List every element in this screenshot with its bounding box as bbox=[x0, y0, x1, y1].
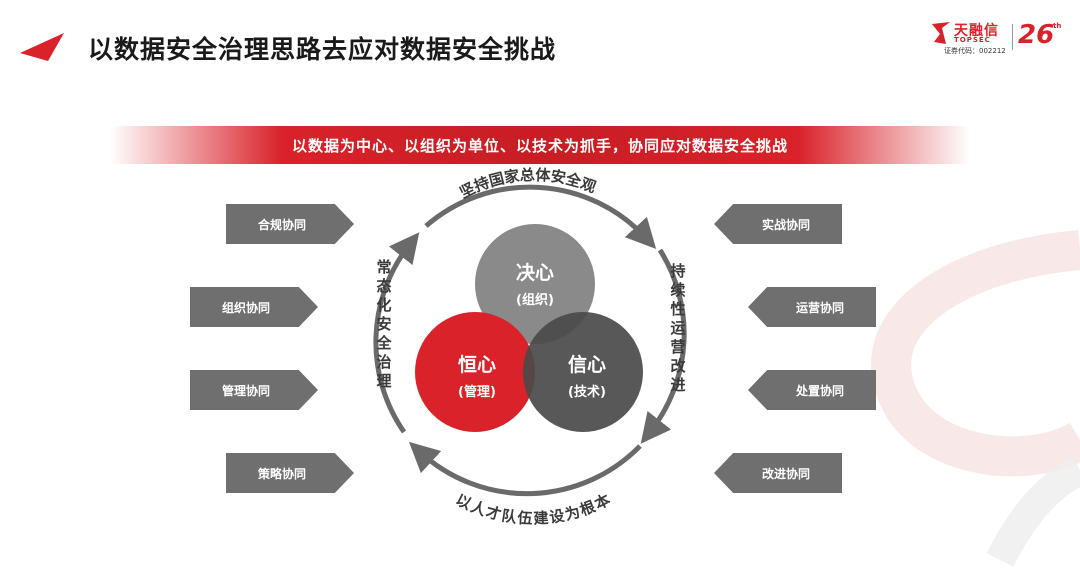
logo-mark-icon bbox=[932, 22, 950, 44]
slogan-banner: 以数据为中心、以组织为单位、以技术为抓手，协同应对数据安全挑战 bbox=[110, 126, 970, 164]
ring-label-bottom: 以人才队伍建设为根本 bbox=[453, 491, 613, 528]
circle-resolve-label: 决心 (组织) bbox=[515, 262, 554, 308]
logo-anniversary-suffix: th bbox=[1053, 22, 1062, 30]
logo-stock-code: 证券代码：002212 bbox=[944, 47, 1006, 55]
right-tag-improvement: 改进协同 bbox=[714, 453, 842, 493]
ring-arrows bbox=[373, 184, 687, 497]
logo-brand-name: 天融信 bbox=[954, 23, 999, 39]
slogan-text: 以数据为中心、以组织为单位、以技术为抓手，协同应对数据安全挑战 bbox=[291, 136, 788, 155]
circle-resolve bbox=[475, 224, 595, 344]
ring-arc-right bbox=[640, 248, 687, 444]
right-tag-disposal: 处置协同 bbox=[748, 370, 876, 410]
ring-label-left: 常态化安全治理 bbox=[376, 258, 392, 390]
left-tag-strategy: 策略协同 bbox=[226, 453, 354, 493]
circle-confidence bbox=[523, 312, 643, 432]
page-title: 以数据安全治理思路去应对数据安全挑战 bbox=[88, 35, 557, 64]
title-arrow-icon bbox=[20, 33, 64, 61]
left-tag-management: 管理协同 bbox=[190, 370, 318, 410]
ring-arc-top bbox=[424, 184, 657, 250]
circle-perseverance-label: 恒心 (管理) bbox=[457, 354, 496, 400]
left-tag-compliance: 合规协同 bbox=[226, 204, 354, 244]
company-logo: 天融信 TOPSEC 证券代码：002212 26 th bbox=[928, 20, 1068, 60]
right-tag-operation: 运营协同 bbox=[748, 287, 876, 327]
right-tag-combat: 实战协同 bbox=[714, 204, 842, 244]
circle-perseverance bbox=[415, 312, 535, 432]
ring-arc-left bbox=[373, 232, 420, 434]
logo-brand-en: TOPSEC bbox=[954, 36, 991, 44]
ring-arc-bottom bbox=[408, 441, 642, 497]
logo-divider bbox=[1012, 24, 1013, 50]
ring-label-right: 持续性运营改进 bbox=[670, 262, 686, 394]
logo-anniversary: 26 bbox=[1018, 20, 1055, 50]
circle-confidence-label: 信心 (技术) bbox=[567, 354, 606, 400]
left-tag-organization: 组织协同 bbox=[190, 287, 318, 327]
